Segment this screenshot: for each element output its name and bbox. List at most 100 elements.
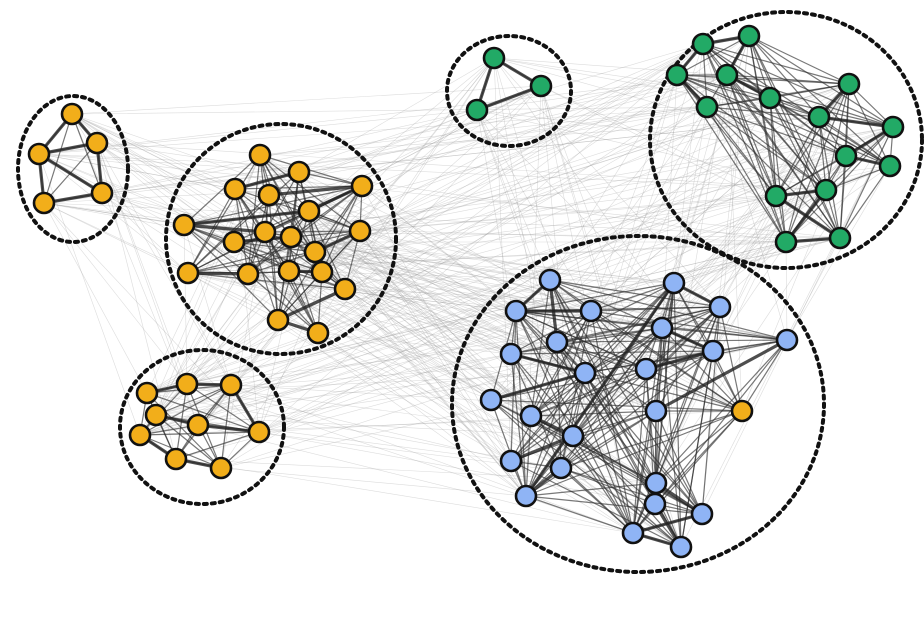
intra-community-edge: [839, 126, 894, 239]
inter-community-edge: [175, 458, 634, 534]
inter-community-edge: [476, 109, 847, 157]
green-node: [828, 226, 852, 250]
intra-community-edge: [726, 74, 841, 239]
orange-node: [306, 321, 330, 345]
green-node: [465, 98, 489, 122]
intra-community-edge: [187, 272, 346, 290]
intra-community-edge: [676, 35, 750, 76]
inter-community-edge: [38, 74, 728, 155]
inter-community-edge: [786, 237, 841, 341]
intra-community-edge: [676, 74, 827, 191]
intra-community-edge: [187, 154, 261, 274]
blue-node: [519, 404, 543, 428]
intra-community-edge: [233, 241, 319, 334]
inter-community-edge: [259, 106, 708, 156]
inter-community-edge: [290, 236, 512, 355]
inter-community-edge: [71, 85, 542, 115]
inter-community-edge: [298, 171, 532, 417]
inter-community-edge: [344, 288, 527, 497]
inter-community-edge: [101, 74, 728, 194]
intra-community-edge: [259, 154, 363, 187]
inter-community-edge: [233, 85, 542, 243]
orange-node: [164, 447, 188, 471]
intra-community-edge: [308, 210, 346, 290]
blue-node: [690, 502, 714, 526]
intra-community-edge: [560, 306, 721, 469]
intra-community-edge: [661, 327, 788, 341]
intra-community-edge: [702, 43, 777, 197]
inter-community-edge: [786, 165, 891, 341]
inter-community-edge: [43, 171, 300, 204]
orange-node: [172, 213, 196, 237]
inter-community-edge: [38, 153, 189, 274]
inter-community-edge: [197, 424, 657, 484]
intra-community-edge: [556, 282, 675, 343]
blue-node: [621, 521, 645, 545]
inter-community-edge: [43, 202, 266, 233]
blue-node: [662, 271, 686, 295]
inter-community-edge: [264, 231, 675, 284]
inter-community-edge: [71, 113, 266, 233]
intra-community-edge: [515, 282, 675, 312]
inter-community-edge: [96, 142, 249, 275]
green-node: [881, 115, 905, 139]
orange-node: [176, 261, 200, 285]
orange-node: [135, 381, 159, 405]
inter-community-edge: [584, 189, 827, 374]
inter-community-edge: [288, 189, 827, 272]
inter-community-edge: [38, 153, 827, 191]
inter-community-edge: [233, 126, 894, 243]
inter-community-edge: [220, 83, 850, 469]
inter-community-edge: [146, 241, 787, 394]
intra-community-edge: [726, 74, 894, 128]
intra-community-edge: [673, 282, 682, 548]
community-outline: [16, 94, 130, 244]
intra-community-edge: [556, 339, 788, 343]
green-node: [878, 154, 902, 178]
orange-node: [85, 131, 109, 155]
inter-community-edge: [344, 288, 788, 341]
inter-community-edge: [38, 153, 512, 462]
intra-community-edge: [186, 383, 260, 433]
inter-community-edge: [264, 231, 788, 341]
strong-edge: [268, 184, 363, 197]
intra-community-edge: [741, 339, 788, 412]
inter-community-edge: [655, 83, 850, 484]
blue-node: [504, 299, 528, 323]
inter-community-edge: [258, 410, 657, 433]
intra-community-edge: [706, 106, 827, 191]
orange-node: [247, 420, 271, 444]
green-node: [665, 63, 689, 87]
inter-community-edge: [183, 109, 478, 226]
inter-community-edge: [308, 210, 532, 417]
intra-community-edge: [556, 341, 634, 534]
inter-community-edge: [183, 224, 682, 548]
inter-community-edge: [187, 272, 634, 534]
orange-node: [27, 142, 51, 166]
intra-community-edge: [183, 224, 249, 275]
green-node: [529, 74, 553, 98]
intra-community-edge: [702, 43, 894, 128]
green-node: [715, 63, 739, 87]
orange-node: [297, 199, 321, 223]
inter-community-edge: [264, 155, 847, 233]
green-node: [764, 184, 788, 208]
intra-community-edge: [530, 282, 675, 417]
strong-edge: [183, 223, 266, 234]
intra-community-edge: [549, 279, 721, 308]
inter-community-edge: [247, 273, 574, 437]
intra-community-edge: [590, 310, 788, 341]
inter-community-edge: [359, 189, 827, 232]
orange-node: [219, 373, 243, 397]
intra-community-edge: [510, 368, 647, 462]
inter-community-edge: [38, 109, 478, 155]
intra-community-edge: [726, 74, 827, 191]
blue-node: [634, 357, 658, 381]
orange-node: [223, 177, 247, 201]
inter-community-edge: [476, 109, 551, 281]
inter-community-edge: [186, 288, 346, 385]
intra-community-edge: [525, 415, 532, 497]
inter-community-edge: [673, 237, 841, 284]
inter-community-edge: [247, 43, 704, 275]
orange-node: [90, 181, 114, 205]
